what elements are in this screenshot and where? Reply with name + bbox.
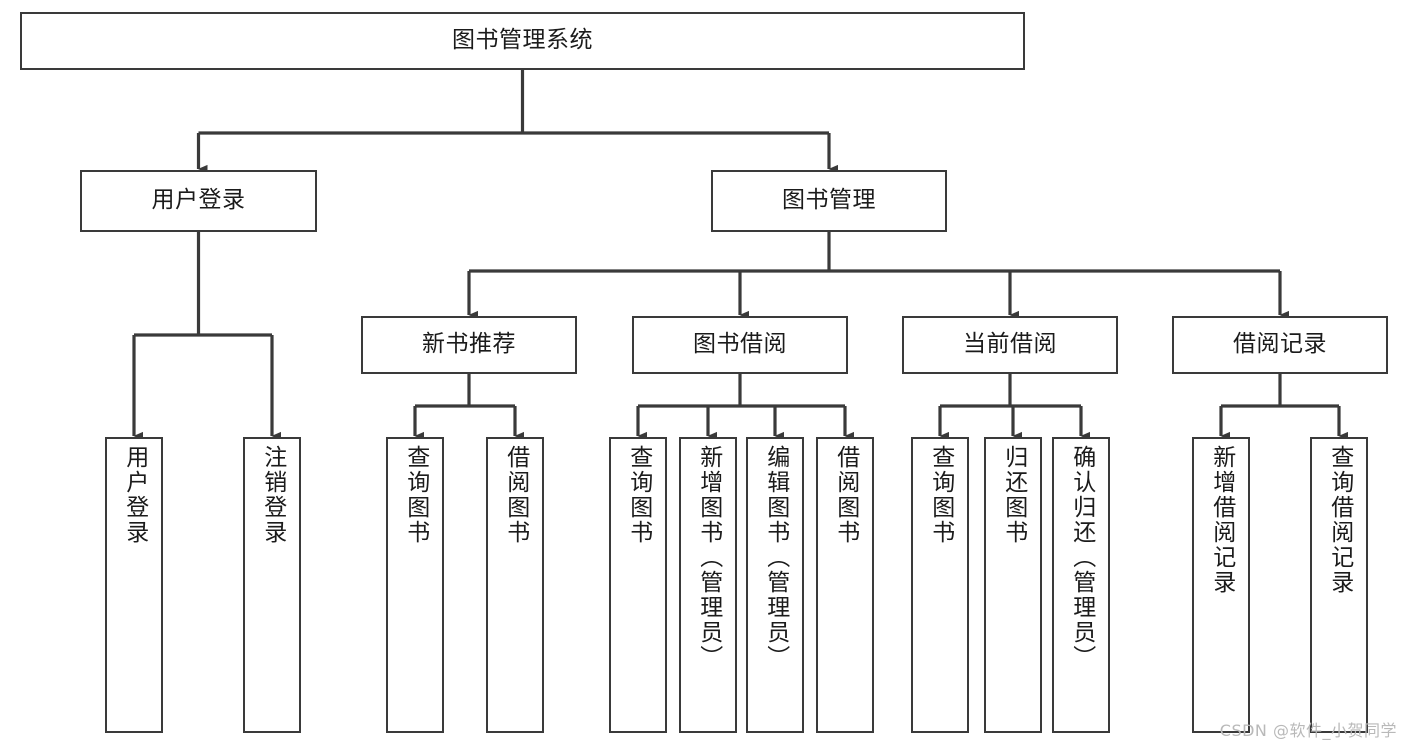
node-label: 图书借阅 <box>693 331 787 358</box>
node-leaf-add-book[interactable]: 新增图书（管理员） <box>679 437 737 733</box>
connector-group <box>132 70 1349 441</box>
node-new-book-rec[interactable]: 新书推荐 <box>361 316 577 374</box>
node-leaf-query-book-current[interactable]: 查询图书 <box>911 437 969 733</box>
node-label: 借阅记录 <box>1233 331 1327 358</box>
node-leaf-user-login[interactable]: 用户登录 <box>105 437 163 733</box>
node-label: 图书管理 <box>782 187 876 214</box>
node-label: 借阅图书 <box>502 445 529 545</box>
node-label: 新增图书（管理员） <box>695 445 722 670</box>
node-leaf-add-record[interactable]: 新增借阅记录 <box>1192 437 1250 733</box>
node-label: 用户登录 <box>151 187 246 214</box>
node-label: 查询图书 <box>625 445 652 545</box>
node-book-borrow[interactable]: 图书借阅 <box>632 316 848 374</box>
node-leaf-query-book-rec[interactable]: 查询图书 <box>386 437 444 733</box>
watermark-label: CSDN @软件_小贺同学 <box>1219 721 1397 740</box>
node-label: 查询借阅记录 <box>1326 445 1353 595</box>
node-root[interactable]: 图书管理系统 <box>20 12 1025 70</box>
node-label: 查询图书 <box>402 445 429 545</box>
node-label: 归还图书 <box>1000 445 1027 545</box>
node-leaf-borrow-book[interactable]: 借阅图书 <box>816 437 874 733</box>
node-user-login[interactable]: 用户登录 <box>80 170 317 232</box>
node-label: 查询图书 <box>927 445 954 545</box>
node-label: 确认归还（管理员） <box>1068 445 1095 670</box>
node-label: 编辑图书（管理员） <box>762 445 789 670</box>
node-label: 新书推荐 <box>422 331 516 358</box>
node-label: 注销登录 <box>259 445 286 545</box>
node-label: 新增借阅记录 <box>1208 445 1235 595</box>
node-leaf-query-record[interactable]: 查询借阅记录 <box>1310 437 1368 733</box>
node-leaf-edit-book[interactable]: 编辑图书（管理员） <box>746 437 804 733</box>
node-leaf-user-logout[interactable]: 注销登录 <box>243 437 301 733</box>
node-label: 借阅图书 <box>832 445 859 545</box>
node-label: 图书管理系统 <box>452 27 593 54</box>
node-borrow-record[interactable]: 借阅记录 <box>1172 316 1388 374</box>
node-leaf-query-book-borrow[interactable]: 查询图书 <box>609 437 667 733</box>
node-current-borrow[interactable]: 当前借阅 <box>902 316 1118 374</box>
node-book-manage[interactable]: 图书管理 <box>711 170 947 232</box>
node-label: 当前借阅 <box>963 331 1057 358</box>
node-label: 用户登录 <box>121 445 148 545</box>
node-leaf-return-book[interactable]: 归还图书 <box>984 437 1042 733</box>
node-leaf-confirm-return[interactable]: 确认归还（管理员） <box>1052 437 1110 733</box>
node-leaf-borrow-book-rec[interactable]: 借阅图书 <box>486 437 544 733</box>
